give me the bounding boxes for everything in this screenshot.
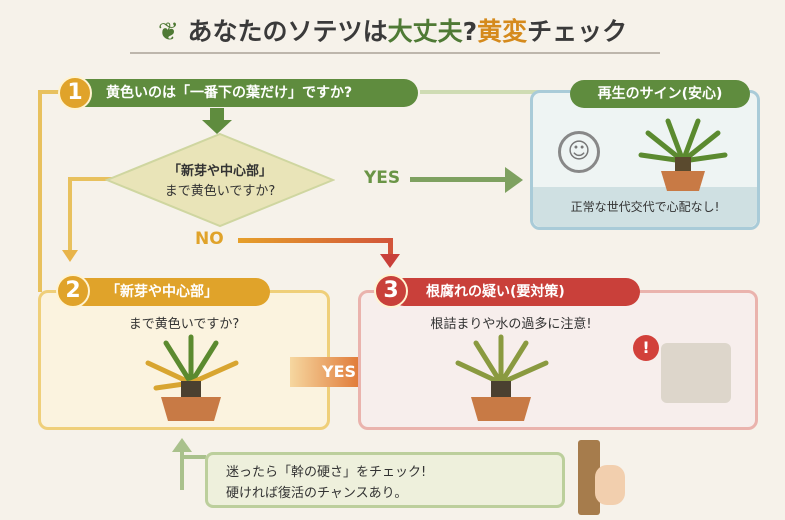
connector-tip-up <box>180 450 184 490</box>
yes-label: YES <box>360 168 405 188</box>
regen-text: 正常な世代交代で心配なし! <box>570 200 720 214</box>
fern-icon: ❦ <box>157 17 179 46</box>
arrow-down-icon <box>380 254 400 268</box>
smile-icon: ☺ <box>558 131 600 173</box>
title-part: ソテツ <box>287 17 363 46</box>
decision-diamond <box>105 132 335 228</box>
step1-question: 黄色いのは「一番下の葉だけ」ですか? <box>70 79 418 107</box>
step2-text: まで黄色いですか? <box>128 317 240 332</box>
tip-panel: 迷ったら「幹の硬さ」をチェック! 硬ければ復活のチャンスあり。 <box>205 452 565 508</box>
arrow-down-icon <box>62 250 78 262</box>
divider <box>130 52 660 54</box>
step3-title: 根腐れの疑い(要対策) <box>390 278 640 306</box>
trunk-icon <box>578 440 600 515</box>
yes-arrow <box>290 357 360 387</box>
step3-panel: 根詰まりや水の過多に注意! ! <box>358 290 758 430</box>
connector-tip <box>180 455 206 459</box>
connector-left-top <box>38 90 68 94</box>
step1-number: 1 <box>58 76 92 110</box>
tip-line2: 硬ければ復活のチャンスあり。 <box>226 486 408 501</box>
title-part: チェック <box>527 17 628 46</box>
arrow-right-icon <box>505 167 523 193</box>
plant-icon <box>455 334 549 421</box>
hand-icon <box>595 465 625 505</box>
regen-title: 再生のサイン(安心) <box>570 80 750 108</box>
step2-panel: まで黄色いですか? <box>38 290 330 430</box>
title-part: 黄変 <box>477 17 528 46</box>
step2-number: 2 <box>56 274 90 308</box>
tip-line1: 迷ったら「幹の硬さ」をチェック! <box>226 465 427 480</box>
connector-no-left <box>68 177 113 181</box>
connector-yes <box>410 177 510 182</box>
title-part: あなたの <box>187 17 288 46</box>
connector-no <box>238 238 393 243</box>
connector-left <box>38 92 42 292</box>
connector-step1-regen <box>420 90 560 94</box>
title-part: は <box>362 17 388 46</box>
arrow-up-icon <box>172 438 192 452</box>
connector-no-down <box>388 238 393 256</box>
diamond-line2: まで黄色いですか? <box>164 184 276 199</box>
arrow-stem <box>210 108 224 122</box>
step3-text: 根詰まりや水の過多に注意! <box>430 317 592 332</box>
plant-icon <box>638 118 728 191</box>
step2-yes-label: YES <box>322 362 357 381</box>
title-part: ? <box>462 17 478 46</box>
diamond-line1: 「新芽や中心部」 <box>167 164 272 179</box>
page-title: ❦ あなたのソテツは大丈夫?黄変チェック <box>0 12 785 48</box>
connector-down-2 <box>68 177 72 252</box>
title-part: 大丈夫 <box>387 17 463 46</box>
step3-number: 3 <box>374 274 408 308</box>
arrow-down-icon <box>202 120 232 134</box>
warning-icon: ! <box>633 335 659 361</box>
step2-title: 「新芽や中心部」 <box>70 278 270 306</box>
regen-panel: 正常な世代交代で心配なし! ☺ <box>530 90 760 230</box>
plant-icon <box>145 334 239 421</box>
wet-cloth-icon <box>661 343 731 403</box>
no-label: NO <box>195 229 224 249</box>
